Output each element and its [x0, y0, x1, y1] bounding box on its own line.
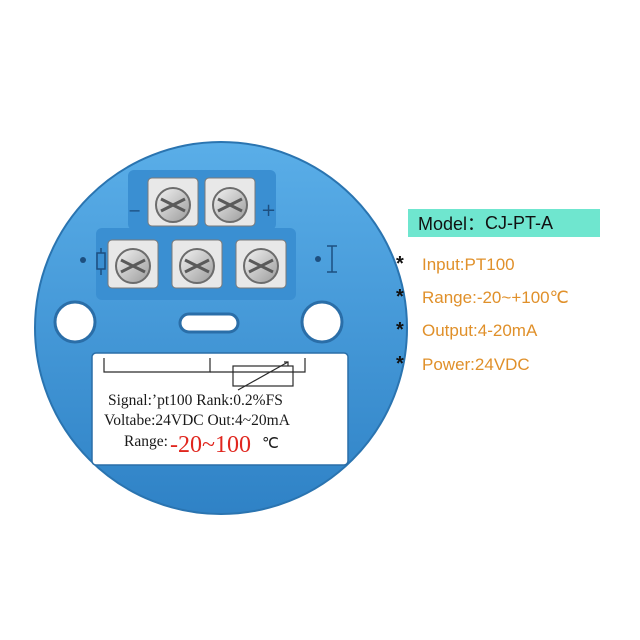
resistor-symbol-right	[327, 245, 337, 273]
label-range-value: -20~100	[170, 432, 251, 458]
label-signal-line: Signal:’pt100 Rank:0.2%FS	[108, 392, 283, 409]
terminal-screw-3[interactable]	[235, 239, 287, 289]
spec-output-text: Output:4-20mA	[422, 320, 538, 340]
mount-hole-right	[300, 300, 344, 344]
spec-power: * Power:24VDC	[396, 353, 530, 376]
wiring-diagram	[103, 358, 306, 391]
terminal-screw-2[interactable]	[171, 239, 223, 289]
spec-range: * Range:-20~+100℃	[396, 286, 569, 309]
bullet-star-icon: *	[396, 286, 404, 308]
label-range-unit: ℃	[262, 436, 279, 452]
terminal-screw-minus[interactable]	[147, 177, 199, 227]
mount-hole-left	[53, 300, 97, 344]
spec-input: * Input:PT100	[396, 253, 515, 276]
spec-power-text: Power:24VDC	[422, 354, 530, 374]
spec-range-text: Range:-20~+100℃	[422, 287, 569, 307]
side-dot-left	[80, 257, 86, 263]
bullet-star-icon: *	[396, 253, 404, 275]
label-plate	[91, 352, 349, 466]
spec-output: * Output:4-20mA	[396, 319, 537, 342]
terminal-screw-1[interactable]	[107, 239, 159, 289]
center-slot	[178, 312, 240, 334]
model-value: CJ-PT-A	[485, 212, 554, 233]
terminal-minus-mark: −	[128, 201, 141, 220]
side-dot-right	[315, 256, 321, 262]
resistor-symbol-left	[96, 248, 106, 275]
terminal-screw-plus[interactable]	[204, 177, 256, 227]
label-range-prefix: Range:	[124, 433, 168, 450]
terminal-plus-mark: +	[261, 200, 276, 221]
label-voltage-line: Voltabe:24VDC Out:4~20mA	[104, 412, 291, 429]
model-label: Model：	[418, 214, 486, 234]
spec-input-text: Input:PT100	[422, 254, 515, 274]
bullet-star-icon: *	[396, 353, 404, 375]
model-badge: Model： CJ-PT-A	[408, 209, 600, 237]
bullet-star-icon: *	[396, 319, 404, 341]
